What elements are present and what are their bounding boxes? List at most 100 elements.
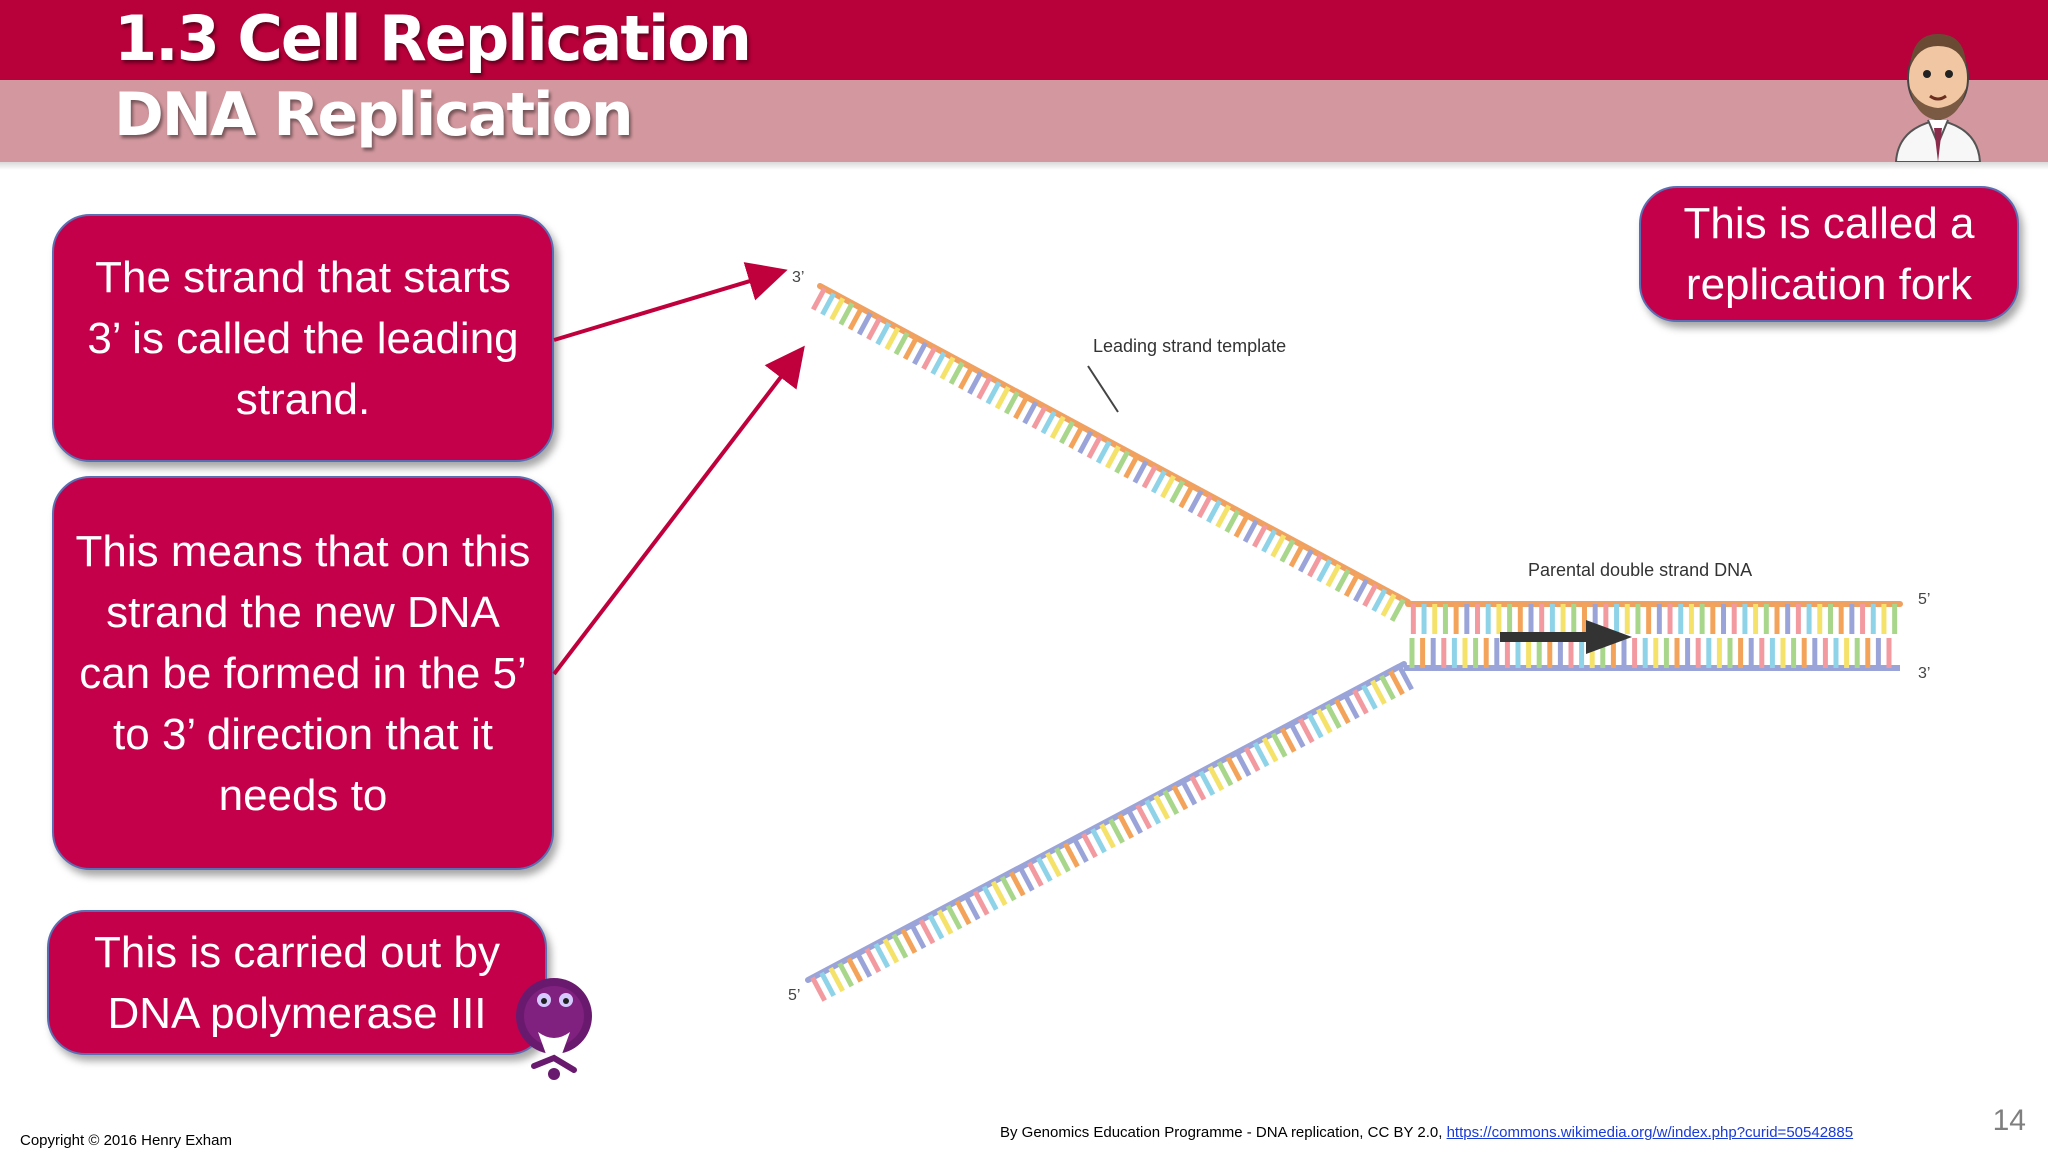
base-rung bbox=[1132, 460, 1149, 484]
base-rung bbox=[1003, 390, 1020, 415]
base-rung bbox=[1059, 420, 1075, 445]
base-rung bbox=[1031, 405, 1048, 430]
leading-strand-callout: The strand that starts 3’ is called the … bbox=[52, 214, 554, 462]
polymerase-enzyme-icon bbox=[516, 978, 592, 1080]
base-rung bbox=[1123, 455, 1140, 479]
band-shadow bbox=[0, 162, 2048, 170]
base-rung bbox=[1397, 665, 1414, 691]
base-rung bbox=[1063, 842, 1080, 868]
base-rung bbox=[902, 336, 919, 361]
top-strand-end-label: 3’ bbox=[792, 269, 804, 286]
page-number: 14 bbox=[1992, 1104, 2026, 1137]
base-rung bbox=[1086, 435, 1103, 459]
leading-strand-template bbox=[811, 283, 1411, 622]
base-rung bbox=[981, 885, 999, 911]
base-rung bbox=[1316, 558, 1333, 583]
base-rung bbox=[1361, 684, 1378, 710]
base-rung bbox=[829, 297, 846, 321]
replication-direction-arrowhead bbox=[1586, 620, 1632, 654]
base-rung bbox=[990, 880, 1008, 906]
base-rung bbox=[927, 914, 945, 940]
base-rung bbox=[1045, 851, 1062, 878]
base-rung bbox=[891, 933, 909, 959]
leading-strand-pointer-arrow bbox=[553, 262, 788, 342]
base-rung bbox=[985, 381, 1002, 405]
base-rung bbox=[1233, 514, 1250, 538]
base-rung bbox=[1325, 703, 1342, 729]
base-rung bbox=[1105, 445, 1121, 469]
base-rung bbox=[1379, 674, 1396, 701]
base-rung bbox=[1196, 494, 1213, 519]
base-rung bbox=[1013, 395, 1029, 420]
base-rung bbox=[1072, 837, 1089, 863]
base-rung bbox=[847, 307, 864, 331]
base-rung bbox=[1270, 534, 1287, 558]
base-rung bbox=[1160, 474, 1176, 499]
base-rung bbox=[1095, 440, 1112, 464]
base-rung bbox=[976, 376, 993, 400]
base-rung bbox=[948, 361, 965, 385]
base-rung bbox=[994, 386, 1011, 410]
base-rung bbox=[1270, 732, 1288, 758]
copyright-text: Copyright © 2016 Henry Exham bbox=[20, 1132, 232, 1149]
slide-title: 1.3 Cell Replication bbox=[114, 2, 752, 75]
base-rung bbox=[1279, 727, 1297, 753]
base-rung bbox=[912, 341, 928, 366]
base-rung bbox=[1206, 499, 1222, 524]
direction-pointer-arrow bbox=[552, 345, 805, 676]
base-rung bbox=[958, 366, 974, 390]
base-rung bbox=[838, 302, 855, 326]
base-rung bbox=[1288, 722, 1306, 748]
base-rung bbox=[828, 966, 845, 993]
right-bottom-end-label: 3’ bbox=[1918, 665, 1930, 682]
slide-subtitle: DNA Replication bbox=[114, 80, 634, 150]
replication-fork-callout: This is called a replication fork bbox=[1639, 186, 2019, 322]
base-rung bbox=[893, 331, 910, 356]
polymerase-callout: This is carried out by DNA polymerase II… bbox=[47, 910, 547, 1055]
base-rung bbox=[1068, 425, 1085, 450]
leading-strand-label-pointer bbox=[1087, 365, 1119, 413]
base-rung bbox=[1207, 765, 1225, 792]
base-rung bbox=[936, 909, 954, 935]
base-rung bbox=[1077, 430, 1094, 454]
direction-text: This means that on this strand the new D… bbox=[75, 526, 531, 820]
base-rung bbox=[864, 947, 882, 974]
base-rung bbox=[1180, 780, 1198, 806]
base-rung bbox=[1114, 450, 1130, 474]
base-rung bbox=[1380, 593, 1397, 617]
base-rung bbox=[1279, 539, 1296, 563]
parental-dna-label: Parental double strand DNA bbox=[1528, 560, 1752, 580]
base-rung bbox=[1049, 415, 1066, 440]
replication-fork-text: This is called a replication fork bbox=[1683, 199, 1975, 309]
base-rung bbox=[1252, 741, 1270, 768]
base-rung bbox=[999, 875, 1017, 902]
base-rung bbox=[1234, 751, 1252, 777]
base-rung bbox=[1081, 832, 1098, 859]
base-rung bbox=[1008, 871, 1026, 897]
base-rung bbox=[1099, 823, 1116, 849]
parental-double-strand bbox=[1404, 601, 1903, 671]
presenter-avatar-icon bbox=[1894, 34, 1982, 162]
base-rung bbox=[1297, 717, 1315, 744]
base-rung bbox=[1117, 813, 1134, 839]
base-rung bbox=[1288, 544, 1305, 568]
base-rung bbox=[939, 356, 956, 380]
base-rung bbox=[954, 899, 972, 926]
base-rung bbox=[1242, 519, 1259, 543]
base-rung bbox=[837, 962, 854, 988]
base-rung bbox=[1243, 746, 1261, 772]
attribution-prefix: By Genomics Education Programme - DNA re… bbox=[1000, 1124, 1447, 1141]
base-rung bbox=[1027, 861, 1044, 887]
base-rung bbox=[1162, 789, 1180, 816]
base-rung bbox=[1371, 588, 1388, 612]
base-rung bbox=[945, 904, 963, 930]
base-rung bbox=[1297, 548, 1314, 573]
base-rung bbox=[1325, 563, 1342, 588]
attribution-link[interactable]: https://commons.wikimedia.org/w/index.ph… bbox=[1446, 1124, 1854, 1141]
base-rung bbox=[819, 971, 836, 997]
right-top-end-label: 5’ bbox=[1918, 591, 1930, 608]
base-rung bbox=[1178, 484, 1195, 509]
base-rung bbox=[1108, 818, 1125, 844]
base-rung bbox=[884, 326, 901, 351]
base-rung bbox=[1261, 529, 1277, 553]
